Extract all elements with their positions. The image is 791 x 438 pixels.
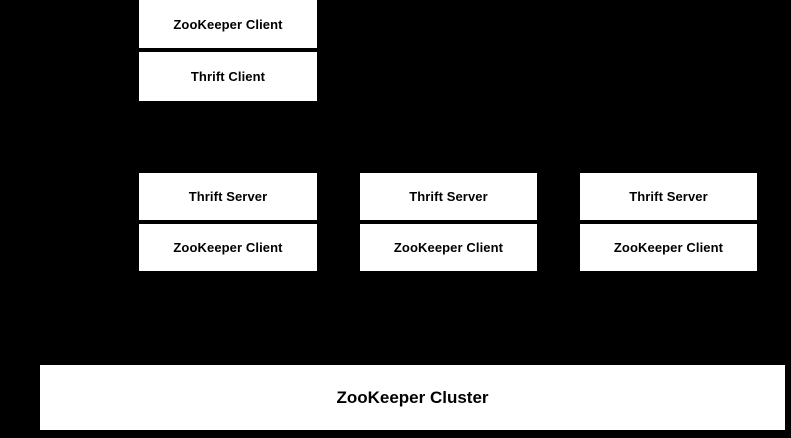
client-thrift-client-box: Thrift Client xyxy=(139,52,317,101)
server-3-stack-divider xyxy=(580,220,757,224)
server-node-stack-2: Thrift Server ZooKeeper Client xyxy=(360,173,537,271)
server-1-stack-divider xyxy=(139,220,317,224)
server-1-zookeeper-client-box: ZooKeeper Client xyxy=(139,224,317,271)
server-3-thrift-server-box: Thrift Server xyxy=(580,173,757,220)
server-node-stack-1: Thrift Server ZooKeeper Client xyxy=(139,173,317,271)
server-3-zookeeper-client-box: ZooKeeper Client xyxy=(580,224,757,271)
client-zookeeper-client-box: ZooKeeper Client xyxy=(139,0,317,48)
client-stack-divider xyxy=(139,48,317,52)
zookeeper-cluster-box: ZooKeeper Cluster xyxy=(40,365,785,430)
server-2-zookeeper-client-box: ZooKeeper Client xyxy=(360,224,537,271)
server-2-thrift-server-box: Thrift Server xyxy=(360,173,537,220)
client-node-stack: ZooKeeper Client Thrift Client xyxy=(139,0,317,101)
server-node-stack-3: Thrift Server ZooKeeper Client xyxy=(580,173,757,271)
server-2-stack-divider xyxy=(360,220,537,224)
server-1-thrift-server-box: Thrift Server xyxy=(139,173,317,220)
